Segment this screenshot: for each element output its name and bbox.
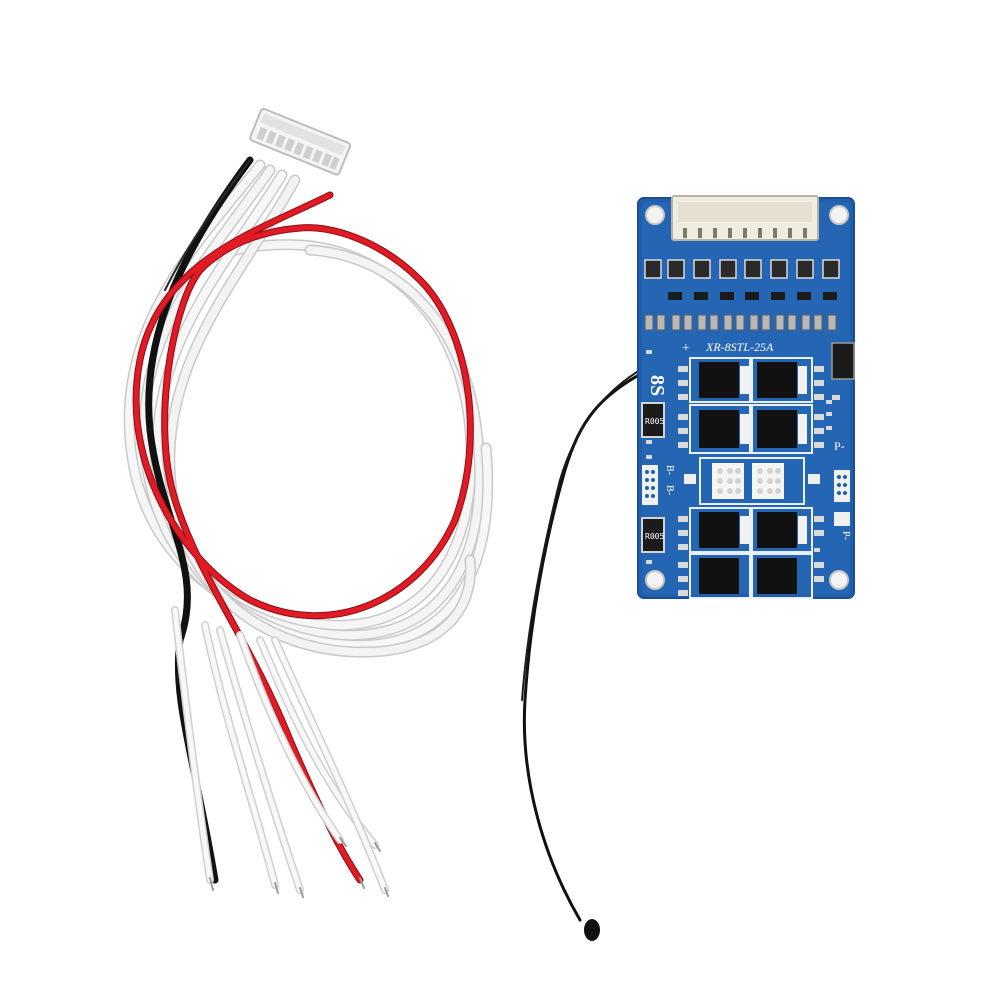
p-minus-pads-2 bbox=[834, 512, 850, 526]
protection-ic bbox=[831, 342, 855, 380]
sense-resistor-1: R005 bbox=[641, 402, 665, 438]
balance-resistor-row bbox=[644, 259, 840, 279]
mosfet-pins bbox=[678, 366, 824, 596]
plus-label: + bbox=[682, 341, 690, 356]
smd-component-row bbox=[644, 314, 837, 331]
sense-resistor-2: R005 bbox=[641, 517, 665, 553]
mosfet-tabs bbox=[740, 366, 807, 544]
series-label: 8S bbox=[646, 375, 668, 396]
mosfets bbox=[699, 362, 797, 594]
svg-text:R005: R005 bbox=[645, 532, 664, 541]
balance-wire-harness bbox=[123, 107, 494, 898]
bms-protection-board: + XR-8STL-25A 8S R005 R005 bbox=[637, 195, 855, 599]
balance-header bbox=[671, 195, 819, 241]
mounting-holes bbox=[645, 205, 849, 590]
ntc-temperature-probe bbox=[521, 368, 650, 941]
smd-small-parts bbox=[646, 350, 840, 564]
mosfet bbox=[699, 558, 739, 594]
p-minus-label-2: P- bbox=[840, 531, 851, 540]
mosfet bbox=[757, 512, 797, 548]
b-minus-label: B- bbox=[664, 465, 675, 475]
b-minus-label-2: B- bbox=[664, 485, 675, 495]
balance-transistor-row bbox=[668, 292, 837, 300]
p-minus-label: P- bbox=[834, 439, 845, 453]
p-minus-pads bbox=[834, 470, 850, 502]
ntc-bead bbox=[584, 919, 600, 941]
mosfet bbox=[757, 410, 797, 448]
harness-connector bbox=[249, 107, 352, 176]
center-solder-pads bbox=[684, 457, 820, 505]
mosfet bbox=[757, 558, 797, 594]
mosfet bbox=[699, 362, 739, 398]
svg-text:R005: R005 bbox=[645, 417, 664, 426]
b-minus-pads bbox=[642, 465, 658, 505]
wire-tips bbox=[209, 837, 389, 898]
mosfet bbox=[699, 512, 739, 548]
model-label: XR-8STL-25A bbox=[705, 340, 774, 354]
mosfet bbox=[699, 410, 739, 448]
mosfet bbox=[757, 362, 797, 398]
mosfet-pads bbox=[689, 357, 813, 599]
